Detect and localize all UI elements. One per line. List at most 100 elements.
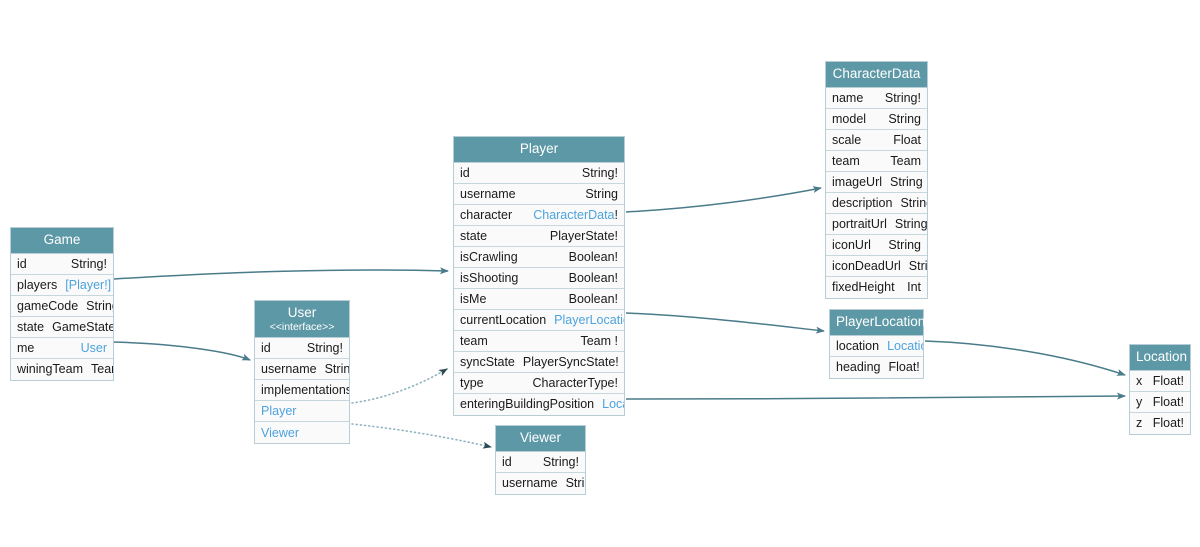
field-type: Boolean! [568,270,618,285]
field-name: iconUrl [832,237,871,252]
field-row[interactable]: implementations [255,380,349,402]
field-type: String! [306,341,343,356]
field-row[interactable]: iconDeadUrlString [826,255,927,277]
field-name: isCrawling [460,249,518,264]
edge-user-viewer-implementation [351,423,492,449]
field-row[interactable]: Viewer [255,422,349,444]
entity-title: Viewer [519,430,562,445]
edge-player-character-to-characterdata [625,186,822,213]
field-name: isShooting [460,270,519,285]
field-name: state [460,228,488,243]
field-row[interactable]: players[Player!] [11,274,113,296]
entity-title: Player [519,141,559,156]
field-name: username [460,186,516,201]
field-name: id [502,454,512,469]
field-type: CharacterData! [525,208,618,222]
field-name: syncState [460,354,515,369]
field-type: PlayerState! [549,228,618,243]
field-row[interactable]: id String! [255,338,349,360]
field-name: id [261,341,271,356]
field-row[interactable]: descriptionString [826,192,927,214]
field-name: type [460,375,484,390]
edge-playerlocation-location-to-location [924,340,1126,376]
field-row[interactable]: state PlayerState! [454,225,624,247]
entity-header-viewer: Viewer [496,426,585,452]
field-name: id [460,165,470,180]
field-name: enteringBuildingPosition [460,397,595,412]
entity-stereotype: <<interface>> [269,320,335,333]
field-name: winingTeam [17,362,84,377]
field-type-reference[interactable]: PlayerLocation [554,312,624,327]
field-name: character [460,207,513,222]
field-row[interactable]: currentLocationPlayerLocation! [454,309,624,331]
field-type-reference[interactable]: [Player!] [65,277,112,292]
field-type: String [890,174,923,189]
field-name: portraitUrl [832,216,887,231]
field-row[interactable]: syncState PlayerSyncState! [454,351,624,373]
field-type-reference[interactable]: CharacterData [533,207,615,222]
field-name: gameCode [17,298,79,313]
field-type: PlayerSyncState! [522,354,619,369]
field-name: username [261,362,317,377]
field-row[interactable]: isShooting Boolean! [454,267,624,289]
field-type: String [894,216,927,231]
field-row[interactable]: character CharacterData! [454,204,624,226]
field-type-reference[interactable]: Location [887,338,923,353]
field-type: Team [890,153,921,168]
field-row[interactable]: enteringBuildingPosition Location [454,393,624,415]
field-type-reference[interactable]: User [80,340,107,355]
entity-playerlocation[interactable]: PlayerLocationlocationLocation!headingFl… [829,309,925,379]
field-row[interactable]: Player [255,401,349,423]
field-type: String! [884,90,921,105]
field-name: heading [836,360,881,375]
field-name: id [17,256,27,271]
field-name: implementations [261,383,349,398]
field-name: isMe [460,291,487,306]
field-name: x [1136,373,1143,388]
field-type: User [73,341,107,355]
field-row[interactable]: gameCodeString! [11,295,113,317]
field-type: Team [91,362,113,377]
field-name: username [502,476,558,491]
field-name: team [460,333,488,348]
field-row[interactable]: locationLocation! [830,335,923,357]
field-type: Float! [1152,394,1184,409]
entity-user[interactable]: User<<interface>>idString!usernameString… [254,300,350,445]
edge-game-players-to-player [113,267,449,280]
field-row[interactable]: portraitUrl String [826,213,927,235]
field-type: Float [893,132,921,147]
entity-title: Game [43,232,81,247]
entity-header-location: Location [1130,345,1190,371]
field-type: [Player!] [57,278,111,292]
field-type-reference[interactable]: Location [602,397,624,412]
field-row[interactable]: winingTeam Team [11,358,113,380]
